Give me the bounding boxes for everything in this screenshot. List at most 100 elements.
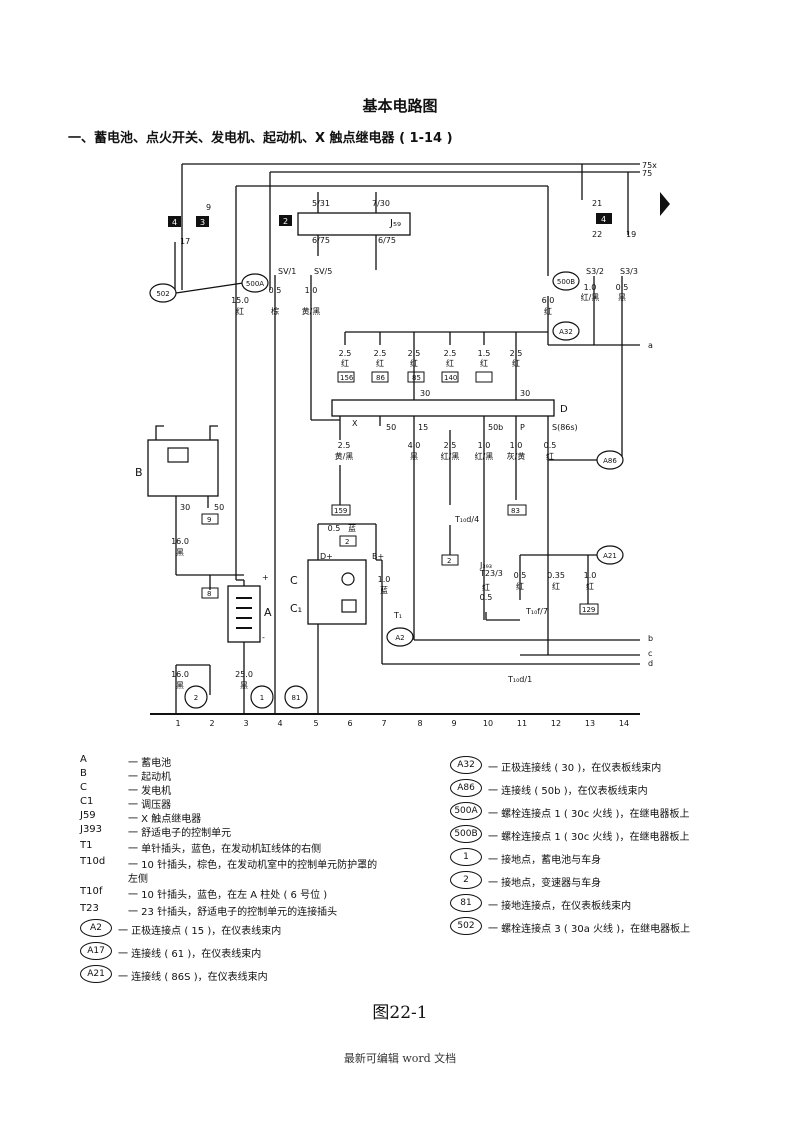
badge-4-left: 4 (172, 218, 177, 227)
wire-color: 黑 (176, 681, 184, 690)
terminal-box-labels: 156 86 85 140 159 9 8 2 83 2 129 (207, 374, 595, 614)
legend-oval: 2 (450, 871, 482, 889)
terminal-30-left: 30 (420, 389, 430, 398)
terminal-sv1: SV/1 (278, 267, 296, 276)
wire-labels: 15.0 红 0.5 棕 1.0 黄/黑 6.0 红 1.0 红/黑 0.5 黑… (171, 283, 628, 690)
wire-color: 棕 (271, 306, 279, 316)
regulator-c1-label: C₁ (290, 602, 302, 615)
box-129: 129 (582, 606, 595, 614)
wire-color: 黑 (410, 452, 418, 461)
col-9: 9 (451, 719, 456, 728)
wire-color: 红 (376, 358, 384, 368)
wire-size: 16.0 (171, 537, 189, 546)
node-a32: A32 (559, 328, 573, 336)
terminal-6-75b: 6/75 (378, 236, 396, 245)
wire-color: 红 (546, 451, 554, 461)
badge-3: 3 (200, 218, 205, 227)
legend-desc: 一 23 针插头，舒适电子的控制单元的连接插头 (128, 907, 338, 918)
legend-oval-a17: A17 (80, 942, 112, 960)
box-156: 156 (340, 374, 354, 382)
terminal-boxes (201, 371, 599, 615)
wire-color: 红 (512, 358, 520, 368)
col-13: 13 (585, 719, 595, 728)
line-75: 75 (642, 169, 652, 178)
box-159: 159 (334, 507, 347, 515)
legend-desc: 一 发电机 (128, 786, 172, 797)
starter-b-label: B (135, 466, 143, 479)
terminal-30-starter: 30 (180, 503, 190, 512)
legend-code: C (80, 782, 87, 793)
wire-size: 1.0 (584, 571, 597, 580)
ground-2: 2 (194, 694, 198, 702)
terminal-30-right: 30 (520, 389, 530, 398)
legend-oval: 502 (450, 917, 482, 935)
wire-color: 红 (446, 358, 454, 368)
connector-t10d-1: T₁₀d/1 (507, 675, 532, 684)
legend-code: J59 (80, 810, 96, 821)
legend-code: T10f (80, 886, 103, 897)
terminal-7-30: 7/30 (372, 199, 390, 208)
node-a2: A2 (395, 634, 404, 642)
legend-desc: 左侧 (128, 874, 148, 885)
wire-size: 0.5 (544, 441, 557, 450)
legend-oval: 1 (450, 848, 482, 866)
connector-t1: T₁ (393, 611, 402, 620)
col-3: 3 (243, 719, 248, 728)
box-83: 83 (511, 507, 520, 515)
node-502: 502 (156, 290, 169, 298)
col-8: 8 (417, 719, 422, 728)
legend-code: T23 (80, 903, 99, 914)
node-500a: 500A (246, 280, 264, 288)
col-1: 1 (175, 719, 180, 728)
node-a21: A21 (603, 552, 617, 560)
wire-size: 0.5 (480, 593, 493, 602)
badge-2: 2 (283, 217, 288, 226)
wire-size: 15.0 (231, 296, 249, 305)
wire-size: 0.5 (328, 524, 341, 533)
section-heading: 一、蓄电池、点火开关、发电机、起动机、X 触点继电器 ( 1-14 ) (68, 131, 453, 146)
wire-color: 红/黑 (475, 451, 494, 461)
col-10: 10 (483, 719, 493, 728)
legend-desc: 一 起动机 (128, 772, 172, 783)
terminal-22: 22 (592, 230, 602, 239)
rail-a: a (648, 341, 653, 350)
wire-size: 25.0 (235, 670, 253, 679)
wire-color: 红 (552, 581, 560, 591)
page-arrow-icon (660, 192, 670, 216)
terminal-s86s: S(86s) (552, 423, 578, 432)
terminal-50: 50 (386, 423, 396, 432)
wire-size: 2.5 (510, 349, 523, 358)
terminal-50b: 50b (488, 423, 503, 432)
wire-size: 1.0 (478, 441, 491, 450)
wire-color: 红 (482, 582, 490, 592)
battery-a-label: A (264, 606, 272, 619)
battery-plus: + (262, 573, 269, 582)
wire-size: 1.0 (584, 283, 597, 292)
legend-desc: 一 调压器 (128, 800, 172, 811)
rail-c: c (648, 649, 652, 658)
column-numbers: 1 2 3 4 5 6 7 8 9 10 11 12 13 14 (175, 719, 629, 728)
legend-desc: 一 10 针插头，蓝色，在左 A 柱处 ( 6 号位 ) (128, 890, 328, 901)
wire-color: 红 (480, 358, 488, 368)
terminal-p: P (520, 423, 525, 432)
legend-oval: A32 (450, 756, 482, 774)
wire-size: 2.5 (338, 441, 351, 450)
terminal-50-starter: 50 (214, 503, 224, 512)
legend-desc: 一 连接线 ( 50b )，在仪表板线束内 (488, 786, 648, 797)
terminal-6-75: 6/75 (312, 236, 330, 245)
terminal-x: X (352, 419, 358, 428)
legend-code: T1 (80, 840, 93, 851)
wire-size: 2.5 (444, 349, 457, 358)
legend-desc: 一 连接线 ( 61 )，在仪表线束内 (118, 949, 262, 960)
wire-color: 蓝 (348, 523, 356, 533)
legend-oval-a21: A21 (80, 965, 112, 983)
generator-c-label: C (290, 574, 298, 587)
legend-desc: 一 正极连接线 ( 30 )，在仪表板线束内 (488, 763, 662, 774)
wire-color: 红 (586, 581, 594, 591)
wire-size: 1.0 (378, 575, 391, 584)
legend-desc: 一 舒适电子的控制单元 (128, 828, 232, 839)
legend-oval: 500B (450, 825, 482, 843)
location-badges: 4 3 2 4 (168, 213, 612, 227)
col-7: 7 (381, 719, 386, 728)
legend-oval: 81 (450, 894, 482, 912)
